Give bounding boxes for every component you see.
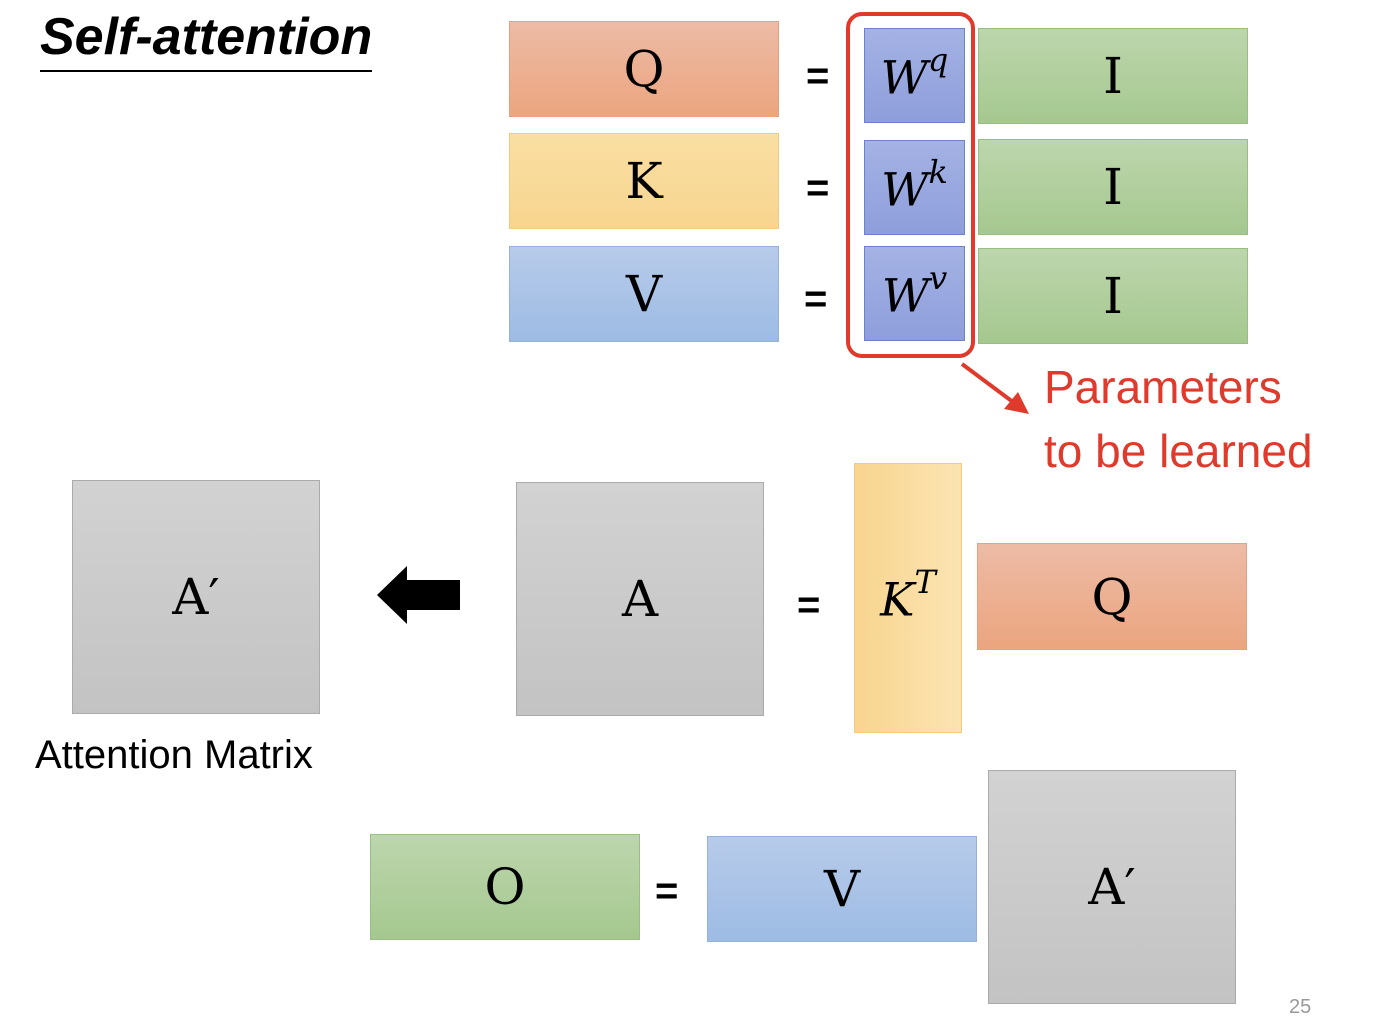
a-label: A xyxy=(621,570,659,628)
attention-matrix-normalized: A′ xyxy=(72,480,320,714)
wq-label: Wq xyxy=(880,41,949,105)
wk-base: W xyxy=(881,162,929,217)
wq-superscript: q xyxy=(927,40,949,79)
key-label: K xyxy=(625,152,663,210)
equals-sign-k: = xyxy=(806,166,830,210)
kt-label: KT xyxy=(880,563,936,627)
equals-sign-output: = xyxy=(655,869,679,913)
wv-base: W xyxy=(881,268,930,323)
a-prime-output-label: A′ xyxy=(1088,858,1136,916)
query-matrix: Q xyxy=(509,21,779,117)
wq-base: W xyxy=(880,50,928,105)
slide-title: Self-attention xyxy=(40,6,373,73)
input-matrix-k: I xyxy=(978,139,1248,235)
key-transpose-matrix: KT xyxy=(854,463,962,733)
equals-sign-q: = xyxy=(806,54,830,98)
input-matrix-q: I xyxy=(978,28,1248,124)
value-output-label: V xyxy=(823,860,861,918)
value-matrix: V xyxy=(509,246,779,342)
equals-sign-v: = xyxy=(804,277,828,321)
input-label-k: I xyxy=(1103,158,1123,216)
query-attention-label: Q xyxy=(1091,567,1133,626)
value-label: V xyxy=(625,265,663,323)
wv-label: Wv xyxy=(881,259,947,323)
key-matrix: K xyxy=(509,133,779,229)
attention-matrix-output: A′ xyxy=(988,770,1236,1004)
kt-base: K xyxy=(880,572,915,627)
attention-matrix-caption: Attention Matrix xyxy=(35,733,313,777)
output-label: O xyxy=(484,858,526,916)
query-matrix-attention: Q xyxy=(977,543,1247,650)
wv-matrix: Wv xyxy=(864,246,965,341)
kt-superscript: T xyxy=(914,563,936,602)
parameters-note-line2: to be learned xyxy=(1044,425,1313,477)
parameters-note-line1: Parameters xyxy=(1044,361,1282,413)
page-number: 25 xyxy=(1289,996,1312,1018)
parameters-highlight xyxy=(846,12,975,358)
value-matrix-output: V xyxy=(707,836,977,942)
input-label-q: I xyxy=(1103,47,1123,105)
a-prime-label: A′ xyxy=(172,568,220,626)
wk-label: Wk xyxy=(881,153,948,217)
parameters-note: Parameters to be learned xyxy=(1044,355,1313,483)
wq-matrix: Wq xyxy=(864,28,965,123)
query-label: Q xyxy=(623,40,665,98)
input-label-v: I xyxy=(1103,267,1123,325)
equals-sign-attention: = xyxy=(797,583,821,627)
wv-superscript: v xyxy=(929,258,948,297)
input-matrix-v: I xyxy=(978,248,1248,344)
output-matrix: O xyxy=(370,834,640,940)
attention-matrix: A xyxy=(516,482,764,716)
wk-matrix: Wk xyxy=(864,140,965,235)
wk-superscript: k xyxy=(928,152,948,191)
